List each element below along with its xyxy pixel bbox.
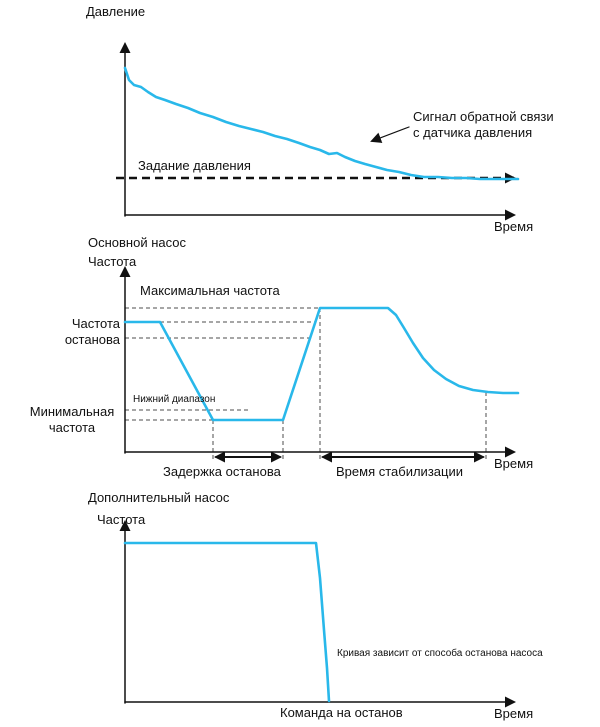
pressure-feedback-curve <box>123 66 520 181</box>
main-pump-title: Основной насос <box>88 235 186 250</box>
main-pump-y-axis-label: Частота <box>88 254 137 269</box>
aux-pump-x-axis-label: Время <box>494 706 534 721</box>
stop-method-note: Кривая зависит от способа останова насос… <box>337 648 543 659</box>
min-frequency-label: Минимальная частота <box>29 404 115 435</box>
stop-command-label: Команда на останов <box>280 705 403 720</box>
aux-pump-y-axis-label: Частота <box>97 512 146 527</box>
stabilization-time-label: Время стабилизации <box>336 464 463 479</box>
feedback-signal-annotation: Сигнал обратной связи с датчика давления <box>413 109 554 140</box>
main-pump-x-axis-label: Время <box>494 456 534 471</box>
stop-frequency-label: Частота останова <box>64 316 120 347</box>
max-frequency-label: Максимальная частота <box>140 283 280 298</box>
pressure-x-axis-label: Время <box>494 219 534 234</box>
feedback-annotation-arrow <box>370 126 410 143</box>
pressure-y-axis-label: Давление <box>86 4 146 19</box>
pressure-setpoint-label: Задание давления <box>138 158 251 173</box>
aux-pump-frequency-curve <box>123 541 331 703</box>
aux-pump-title: Дополнительный насос <box>88 490 230 505</box>
main-pump-frequency-curve <box>123 306 520 422</box>
stop-delay-label: Задержка останова <box>163 464 281 479</box>
lower-range-label: Нижний диапазон <box>133 394 216 405</box>
